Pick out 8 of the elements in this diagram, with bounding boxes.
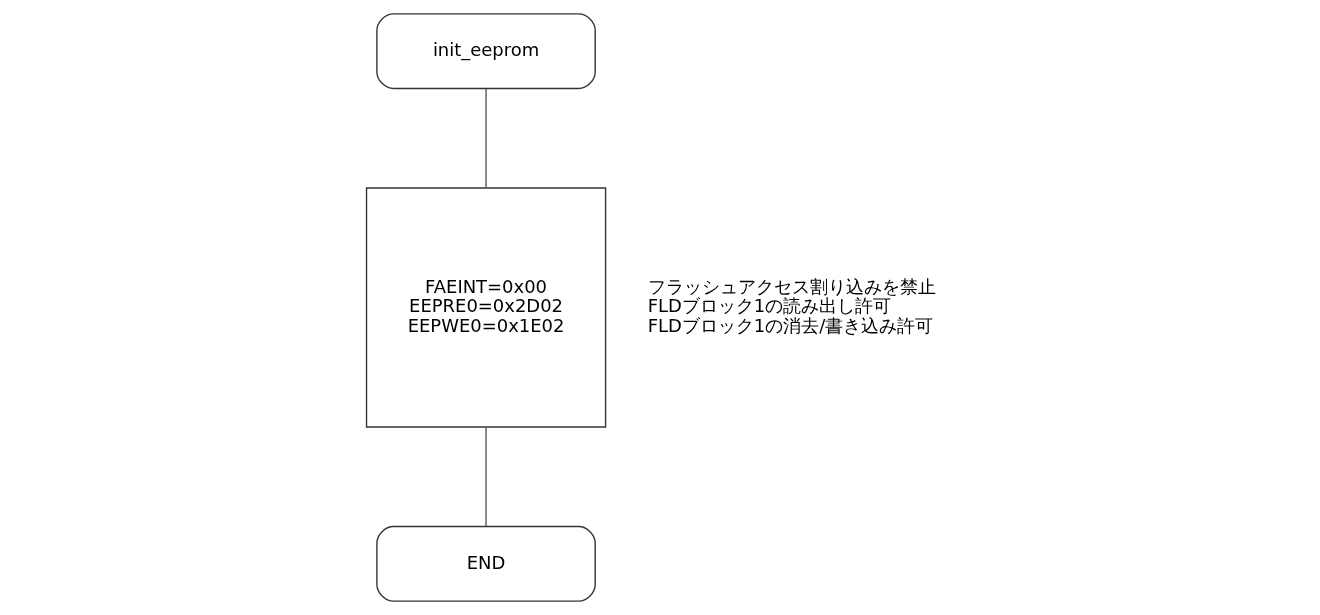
node-box: init_eeprom — [375, 13, 596, 90]
node-box: END — [375, 525, 596, 602]
node-label: FLDブロック1の消去/書き込み許可 — [647, 314, 933, 336]
node-label: FLDブロック1の読み出し許可 — [647, 295, 891, 317]
connector — [484, 426, 487, 527]
node-box: FAEINT=0x00 EEPRE0=0x2D02 EEPWE0=0x1E02 — [365, 187, 606, 428]
node-label: フラッシュアクセス割り込みを禁止 — [647, 275, 936, 297]
connector — [484, 88, 487, 189]
